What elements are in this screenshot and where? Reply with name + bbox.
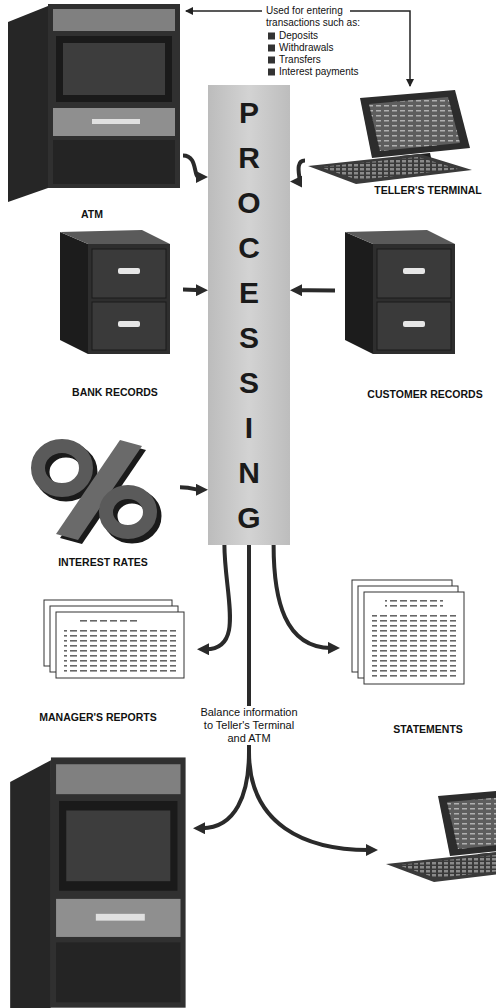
- bullet-item: Deposits: [279, 30, 318, 42]
- file-cabinet-illustration: [345, 230, 455, 354]
- statement-output: STATEMENTS: [340, 575, 490, 737]
- percent-illustration: [38, 440, 154, 544]
- flow-arrow: [249, 545, 369, 850]
- edge-label: Balance information to Teller's Terminal…: [196, 706, 302, 745]
- bullet-item: Withdrawals: [279, 42, 333, 54]
- atm-illustration: [8, 4, 180, 202]
- device-label: ATM: [81, 208, 103, 220]
- device-label: MANAGER'S REPORTS: [39, 711, 156, 723]
- device-label: TELLER'S TERMINAL: [374, 184, 482, 196]
- atm-device: [8, 752, 193, 1006]
- flow-arrow: [206, 545, 230, 649]
- bullet-square: [268, 57, 275, 64]
- device-label: STATEMENTS: [393, 723, 463, 735]
- band-title: PROCESSING: [237, 90, 261, 540]
- device-label: INTEREST RATES: [58, 556, 148, 568]
- terminal-illustration: [308, 90, 472, 184]
- device-label: CUSTOMER RECORDS: [367, 388, 482, 400]
- statement-stack: [352, 580, 464, 684]
- atm-illustration: [10, 757, 185, 1008]
- file-cabinet-illustration: [60, 230, 170, 354]
- leader-line: [186, 10, 262, 12]
- record-cabinet: BANK RECORDS: [45, 222, 183, 400]
- processing-band: PROCESSING: [208, 85, 290, 545]
- bullet-square: [268, 45, 275, 52]
- atm-device: ATM: [5, 0, 183, 222]
- callout-note: Used for entering transactions such as:: [266, 5, 374, 29]
- bullet-item: Transfers: [279, 54, 321, 66]
- report-output: MANAGER'S REPORTS: [25, 592, 197, 725]
- device-label: BANK RECORDS: [72, 386, 158, 398]
- report-stack: [44, 600, 184, 678]
- flow-arrow: [299, 161, 305, 182]
- flow-arrow: [202, 545, 249, 828]
- teller-terminal: TELLER'S TERMINAL: [305, 88, 492, 198]
- record-cabinet: CUSTOMER RECORDS: [335, 222, 492, 402]
- interest-rates: INTEREST RATES: [20, 432, 180, 570]
- bullet-square: [268, 69, 275, 76]
- bullet-square: [268, 33, 275, 40]
- flow-arrow: [180, 487, 199, 490]
- flow-arrow: [183, 155, 199, 177]
- bullet-item: Interest payments: [279, 66, 358, 78]
- teller-terminal: [378, 785, 496, 885]
- flow-arrow: [274, 545, 331, 648]
- flow-arrow: [299, 288, 335, 292]
- flow-arrow: [183, 288, 199, 293]
- terminal-illustration: [386, 788, 496, 882]
